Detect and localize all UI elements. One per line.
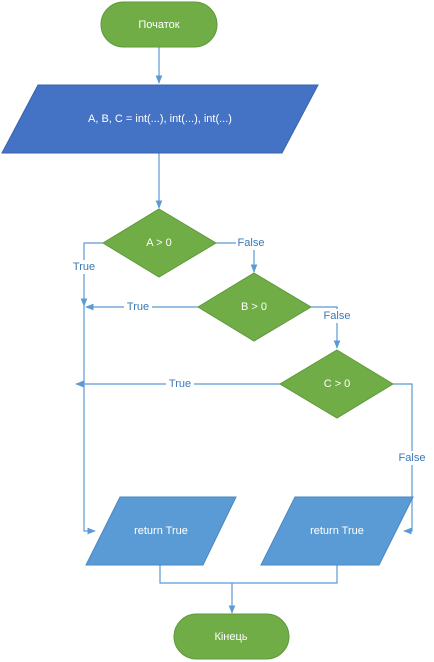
return-true-left-parallelogram — [85, 496, 237, 566]
edge-label-bg-c-false — [397, 451, 427, 465]
decision-a-diamond — [102, 208, 217, 278]
conn-check-b-false — [311, 306, 341, 349]
return-right-label: return True — [310, 525, 364, 537]
decision-a-label: A > 0 — [146, 237, 171, 249]
decision-c-diamond — [279, 349, 394, 419]
edge-label-bg-b-true — [124, 300, 152, 314]
return-left-label: return True — [134, 525, 188, 537]
decision-c-label: C > 0 — [324, 378, 351, 390]
end-label: Кінець — [214, 631, 247, 643]
edge-label-bg-b-false — [322, 309, 352, 323]
conn-check-a-true — [80, 242, 103, 307]
edge-label-b-false: False — [324, 310, 351, 322]
edge-label-a-false: False — [238, 237, 265, 249]
edge-label-c-true: True — [169, 378, 191, 390]
input-parallelogram — [1, 84, 319, 154]
edge-label-bg-a-true — [70, 260, 98, 274]
return-true-right-parallelogram — [260, 496, 414, 566]
start-terminal — [100, 1, 218, 48]
decision-b-label: B > 0 — [241, 301, 267, 313]
end-terminal — [173, 613, 290, 660]
edge-label-c-false: False — [399, 452, 426, 464]
edge-label-b-true: True — [127, 301, 149, 313]
start-label: Початок — [138, 19, 179, 31]
decision-b-diamond — [197, 272, 312, 342]
input-label: A, B, C = int(...), int(...), int(...) — [88, 113, 232, 125]
conn-true-merge-left — [83, 306, 96, 535]
edge-label-bg-c-true — [166, 377, 194, 391]
edge-label-bg-a-false — [236, 236, 266, 250]
conn-return-left-merge — [159, 565, 232, 584]
edge-label-a-true: True — [73, 261, 95, 273]
conn-return-right-merge — [232, 565, 338, 584]
